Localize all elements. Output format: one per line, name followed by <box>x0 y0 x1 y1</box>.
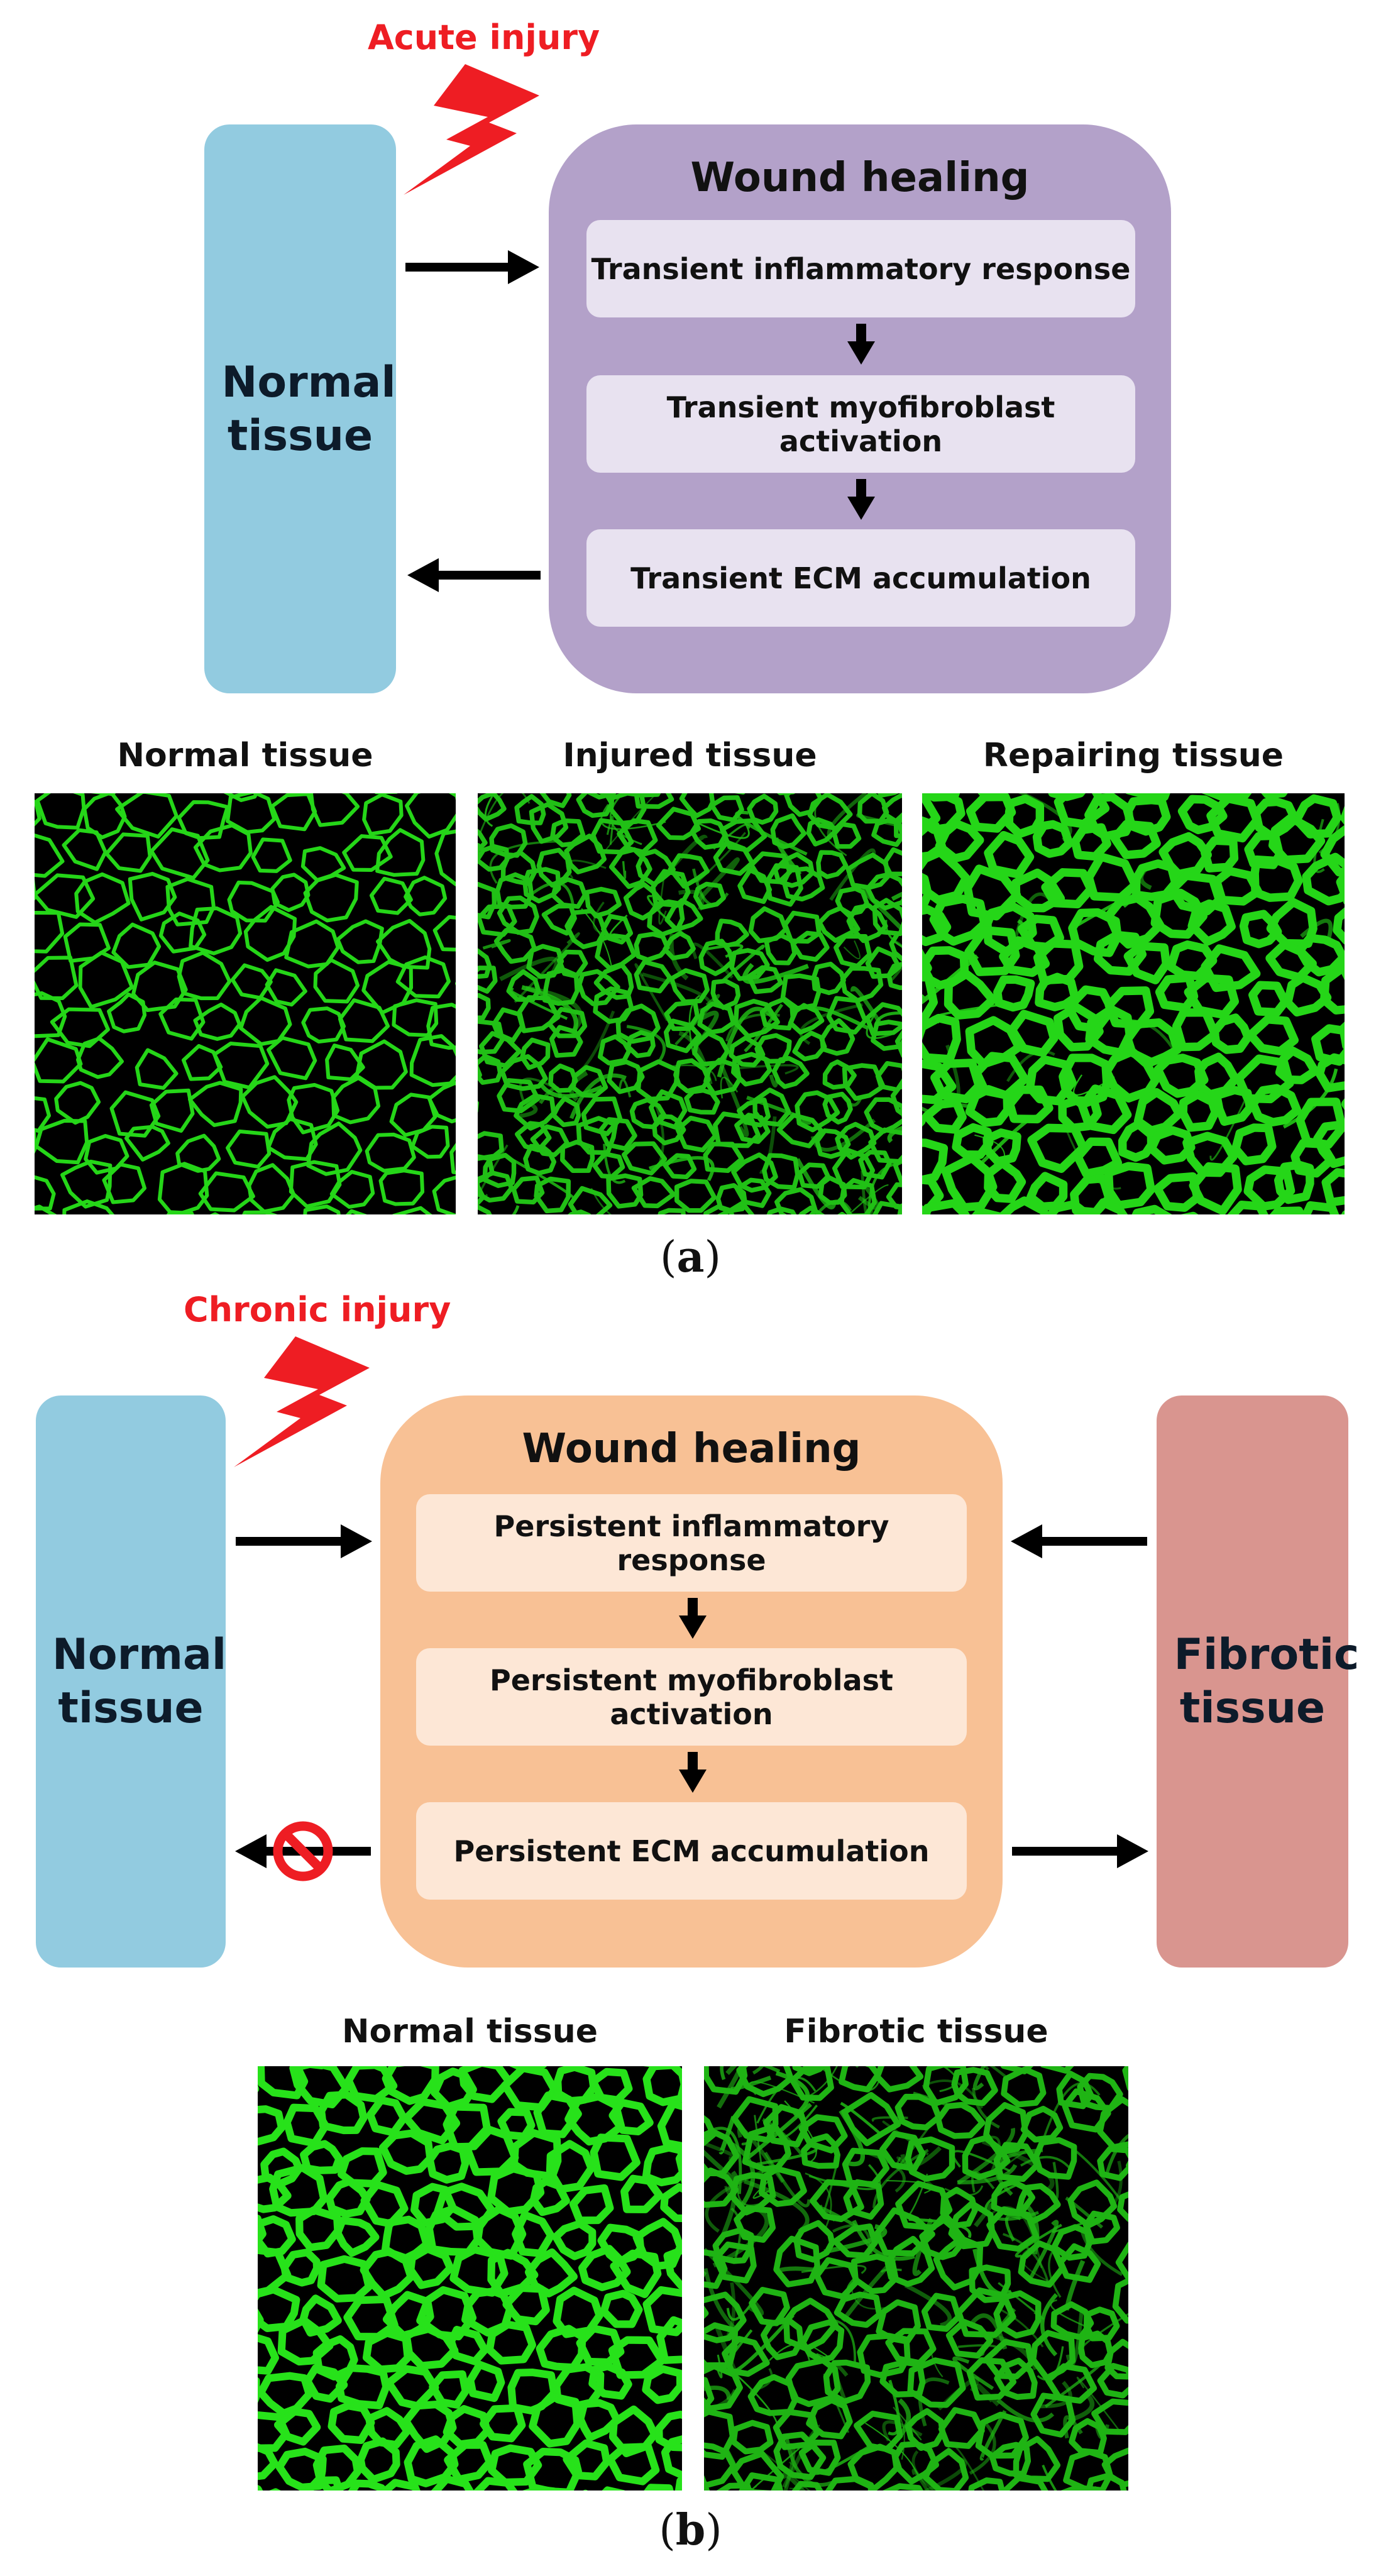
down-arrow-b-1 <box>679 1598 707 1639</box>
micrograph-fibrotic <box>704 2066 1128 2491</box>
fibrotic-tissue-box: Fibrotic tissue <box>1157 1395 1360 1968</box>
lightning-bolt-icon <box>404 64 539 195</box>
image-title-b-2: Fibrotic tissue <box>784 2013 1048 2050</box>
micrograph-texture <box>478 793 902 1214</box>
micrograph-normal-b <box>258 2066 682 2491</box>
caption-b: (b) <box>659 2505 722 2555</box>
normal-tissue-label-b: Normal tissue <box>52 1630 227 1733</box>
image-title-a-1: Normal tissue <box>117 737 373 774</box>
arrow-normal-to-healing-a <box>405 250 539 284</box>
normal-tissue-box-a: Normal tissue <box>204 124 396 693</box>
down-arrow-b-2 <box>679 1752 707 1793</box>
micrograph-texture <box>35 793 456 1214</box>
chronic-injury-label: Chronic injury <box>184 1290 451 1329</box>
micrograph-texture <box>258 2066 682 2491</box>
arrow-healing-to-fibrotic <box>1012 1834 1148 1868</box>
micrograph-texture <box>922 793 1345 1214</box>
wound-healing-title-a: Wound healing <box>690 155 1030 201</box>
micrograph-texture <box>704 2066 1128 2491</box>
step-b-1: Persistent inflammatory response <box>416 1494 967 1592</box>
down-arrow-a-2 <box>847 479 875 520</box>
acute-injury-label: Acute injury <box>368 18 600 57</box>
step-b-3: Persistent ECM accumulation <box>416 1802 967 1900</box>
caption-a: (a) <box>659 1232 722 1282</box>
lightning-bolt-icon <box>234 1336 370 1467</box>
micrograph-normal-a <box>35 793 456 1214</box>
wound-healing-title-b: Wound healing <box>522 1426 861 1472</box>
image-title-b-1: Normal tissue <box>342 2013 598 2050</box>
micrograph-repairing <box>922 793 1345 1214</box>
image-title-a-2: Injured tissue <box>563 737 817 774</box>
arrow-fibrotic-to-healing <box>1011 1524 1147 1558</box>
fibrotic-tissue-label: Fibrotic tissue <box>1174 1630 1360 1733</box>
caption-a-letter: a <box>676 1232 705 1282</box>
step-b-2: Persistent myofibroblast activation <box>416 1648 967 1746</box>
step-a-3: Transient ECM accumulation <box>586 529 1135 627</box>
normal-tissue-box-b: Normal tissue <box>36 1395 226 1968</box>
normal-tissue-label-a: Normal tissue <box>221 357 396 461</box>
caption-b-letter: b <box>675 2505 706 2555</box>
arrow-normal-to-healing-b <box>236 1524 372 1558</box>
prohibited-icon <box>273 1821 333 1881</box>
micrograph-injured <box>478 793 902 1214</box>
step-a-2: Transient myofibroblast activation <box>586 375 1135 473</box>
down-arrow-a-1 <box>847 324 875 365</box>
image-title-a-3: Repairing tissue <box>982 737 1284 774</box>
arrow-healing-to-normal-a <box>407 558 541 592</box>
step-a-1: Transient inflammatory response <box>586 220 1135 317</box>
